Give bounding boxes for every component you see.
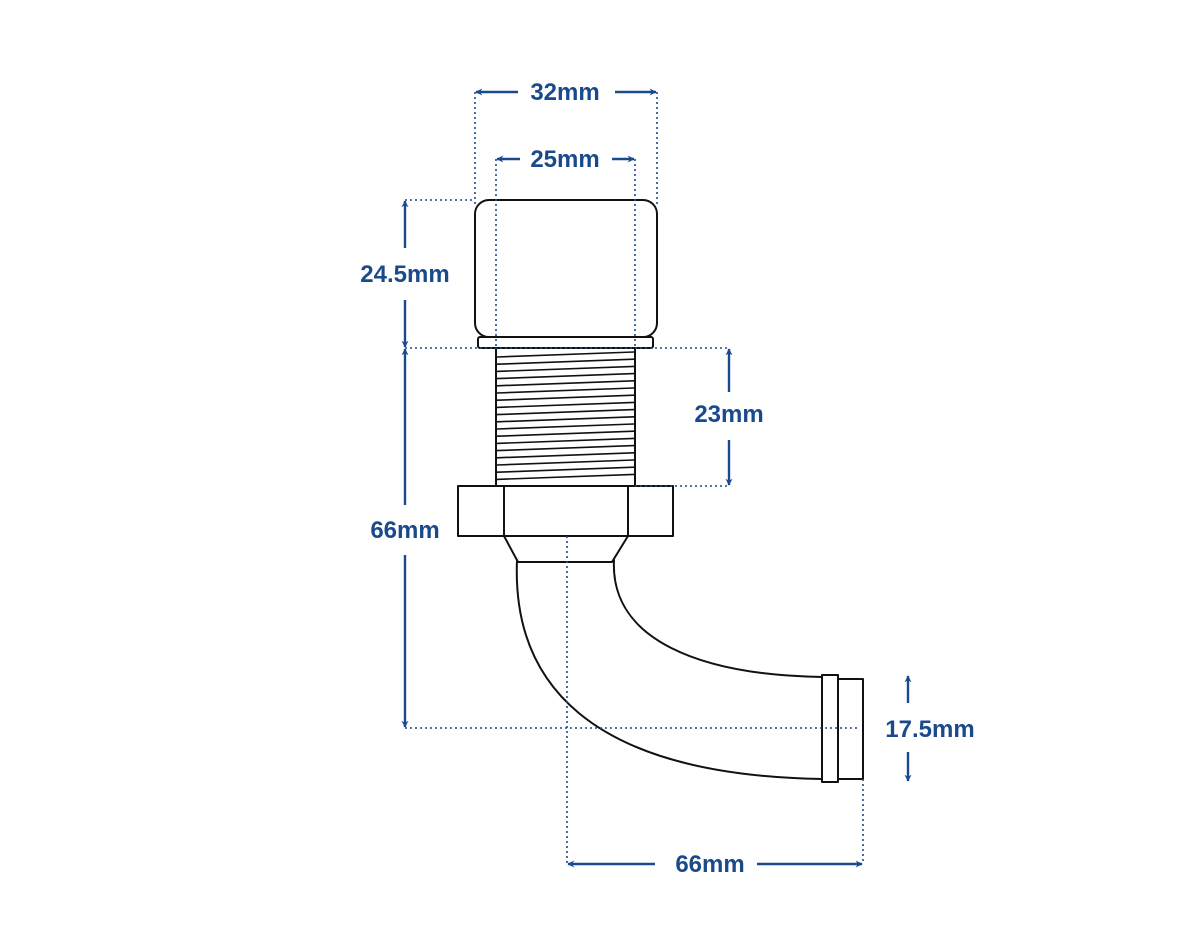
label-body-height: 66mm [370, 517, 439, 544]
label-thread-length: 23mm [694, 401, 763, 428]
fitting-part [457, 199, 864, 783]
bent-outlet-tube [515, 559, 823, 780]
thread-line [496, 423, 635, 430]
dimension-arrows [401, 88, 912, 868]
label-horizontal-reach: 66mm [675, 851, 744, 878]
cap-flange [477, 336, 654, 349]
thread-line [496, 365, 635, 373]
cap [474, 199, 658, 338]
label-cap-outer-width: 32mm [530, 79, 599, 106]
thread-line [496, 466, 635, 473]
thread-line [496, 430, 635, 437]
hex-nut [457, 485, 674, 537]
thread-line [496, 401, 635, 409]
label-cap-inner-width: 25mm [530, 146, 599, 173]
thread-line [496, 358, 635, 365]
thread-line [496, 387, 635, 394]
thread-line [496, 459, 635, 466]
thread-line [496, 444, 635, 452]
dimension-labels: 32mm 25mm 24.5mm 23mm 66mm 17.5mm 66mm [360, 79, 974, 878]
thread-line [496, 437, 635, 445]
thread-lines [496, 351, 635, 481]
thread-line [496, 394, 635, 401]
label-cap-height: 24.5mm [360, 261, 449, 288]
thread-line [496, 473, 635, 481]
outlet-collar-outer [837, 678, 864, 780]
thread-line [496, 351, 635, 358]
thread-line [496, 416, 635, 423]
thread-line [496, 408, 635, 416]
thread-line [496, 380, 635, 387]
label-outlet-diameter: 17.5mm [885, 716, 974, 743]
extension-lines [405, 92, 864, 864]
thread-line [496, 452, 635, 459]
thread-line [496, 372, 635, 380]
nut-taper [503, 535, 629, 563]
